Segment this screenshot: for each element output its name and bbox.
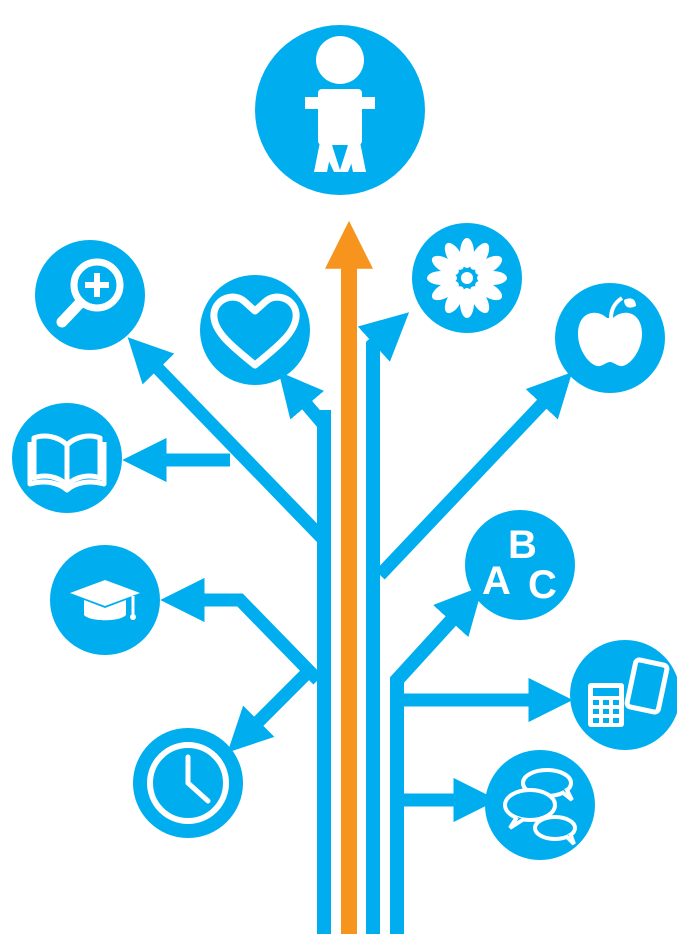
node-book: [12, 403, 122, 513]
node-apple: [555, 283, 665, 393]
person-icon: [305, 36, 375, 172]
branches: [122, 337, 573, 823]
node-flower: [412, 223, 522, 333]
abc-letter-c: C: [528, 563, 557, 607]
clock-icon: [147, 742, 229, 824]
abc-letter-b: B: [508, 523, 537, 567]
node-heart: [200, 275, 310, 385]
node-speech: [485, 750, 595, 860]
node-magnifier: [35, 240, 145, 350]
branch-to-magnifier: [127, 337, 329, 545]
branch-to-clock: [227, 670, 310, 753]
open-book-icon: [27, 433, 107, 493]
node-person: [255, 25, 425, 195]
trunk-line-right: [390, 585, 483, 934]
trunk-line-mid-right: [357, 312, 410, 934]
node-calculator: [570, 640, 677, 750]
branch-to-heart: [278, 371, 329, 430]
calculator-tablet-icon: [588, 657, 670, 727]
heart-icon: [210, 293, 300, 369]
branch-to-apple: [375, 372, 573, 580]
apple-icon: [578, 296, 642, 367]
trunk: [317, 220, 483, 934]
node-cap: [50, 545, 160, 655]
abc-letters-icon: A B C: [482, 523, 557, 607]
magnifier-plus-icon: [56, 258, 124, 328]
node-abc: A B C: [465, 510, 575, 620]
graduation-cap-icon: [70, 580, 140, 621]
speech-bubbles-icon: [503, 768, 577, 846]
flower-icon: [427, 238, 507, 318]
abc-letter-a: A: [482, 559, 511, 603]
branch-to-cap: [160, 577, 323, 685]
node-clock: [133, 728, 243, 838]
